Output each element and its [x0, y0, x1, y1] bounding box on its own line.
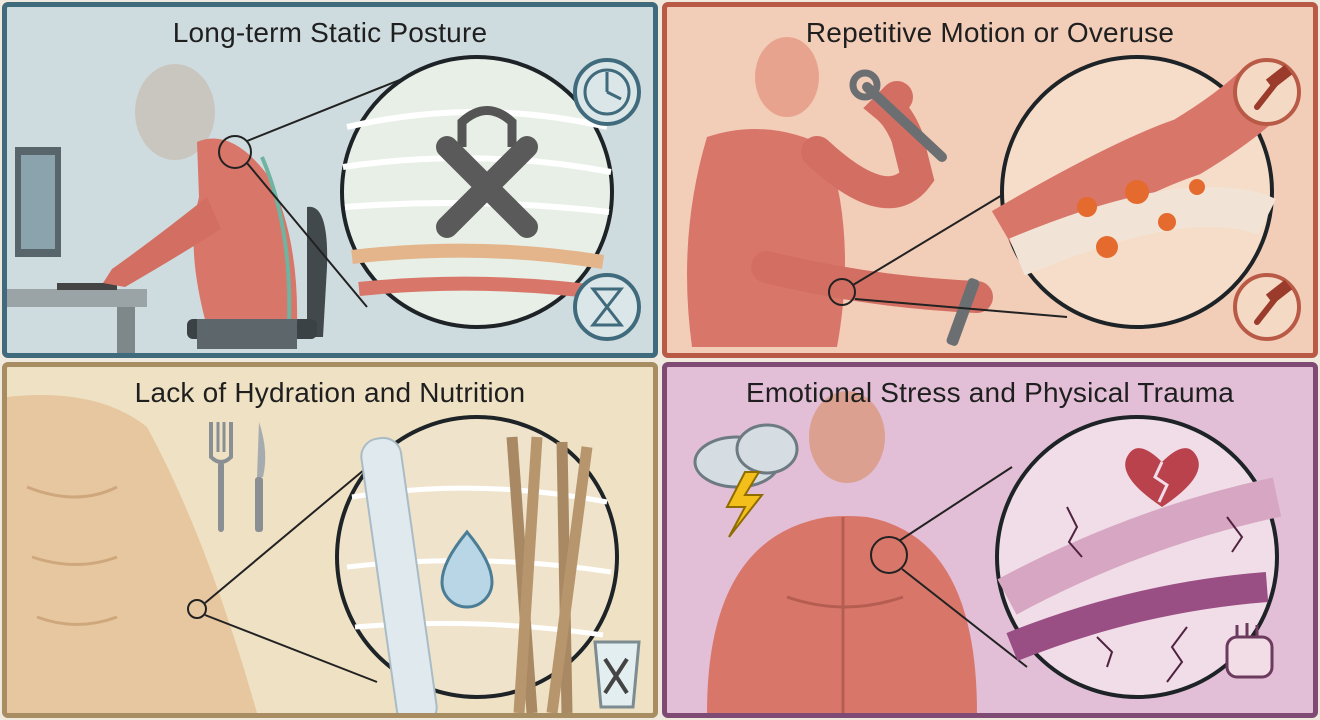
lock-icon: [436, 106, 538, 238]
focus-circle: [187, 599, 207, 619]
hydrated-fiber-tube: [360, 436, 438, 713]
panel-static-posture: Long-term Static Posture: [2, 2, 658, 358]
panel-hydration-nutrition: Lack of Hydration and Nutrition: [2, 362, 658, 718]
hydration-nutrition-illustration: [7, 395, 641, 713]
pectoral-contour: [786, 595, 904, 609]
panel-emotional-stress: Emotional Stress and Physical Trauma: [662, 362, 1318, 718]
person-legs: [197, 319, 297, 349]
empty-glass-icon: [593, 640, 641, 709]
person-head: [755, 37, 819, 117]
static-posture-illustration: [7, 55, 641, 353]
repetitive-motion-illustration: [687, 37, 1301, 347]
monitor-screen: [21, 155, 55, 249]
callout-line: [246, 162, 368, 308]
person-forearm: [751, 251, 993, 313]
dry-fibers: [506, 436, 593, 713]
clock-icon: [573, 58, 641, 126]
callout-line: [854, 298, 1068, 318]
inflammation-spot: [1077, 179, 1205, 258]
person-head: [809, 391, 885, 483]
person-head: [135, 64, 215, 160]
muscle-layer: [358, 276, 598, 299]
callout-line: [898, 466, 1013, 542]
panel-title: Long-term Static Posture: [172, 17, 488, 48]
muscle-layer: [351, 243, 605, 269]
fist-icon: [1225, 623, 1274, 679]
panel-title: Repetitive Motion or Overuse: [805, 17, 1175, 48]
panel-repetitive-motion: Repetitive Motion or Overuse: [662, 2, 1318, 358]
torso-arm-skin: [7, 395, 257, 713]
muscle-contour: [31, 555, 118, 566]
stress-cracks: [1066, 506, 1244, 683]
fork-icon: [209, 422, 233, 532]
tool-handle: [946, 278, 980, 346]
callout-line: [901, 568, 1028, 668]
broken-heart-icon: [1125, 448, 1199, 507]
desk-leg: [117, 307, 135, 353]
muscle-contour: [36, 615, 118, 626]
hammer-icon: [1233, 273, 1301, 341]
person-arm: [103, 197, 221, 287]
panel-title: Emotional Stress and Physical Trauma: [745, 377, 1235, 408]
bone-tendon: [1009, 186, 1276, 276]
callout-line: [204, 614, 378, 683]
desk: [7, 289, 147, 307]
panel-title: Lack of Hydration and Nutrition: [134, 377, 526, 408]
spine-line: [260, 156, 292, 323]
muscle-contour: [26, 485, 118, 499]
muscle-band: [1006, 572, 1269, 661]
knife-icon: [255, 422, 266, 532]
focus-circle: [828, 278, 856, 306]
callout-line: [204, 458, 378, 604]
wrench-icon: [849, 69, 947, 162]
person-torso-muscles: [687, 129, 845, 347]
lightning-icon: [725, 471, 765, 538]
chair-back: [307, 206, 328, 337]
focus-circle: [870, 536, 908, 574]
water-drop-icon: [440, 529, 494, 609]
fascia-strand: [342, 155, 612, 175]
person-raised-arm: [801, 81, 935, 209]
emotional-stress-illustration: [693, 391, 1282, 713]
tense-fascia-band: [997, 477, 1282, 615]
hammer-icon: [1233, 58, 1301, 126]
keyboard: [57, 283, 117, 290]
focus-circle: [218, 135, 252, 169]
hourglass-icon: [573, 273, 641, 341]
